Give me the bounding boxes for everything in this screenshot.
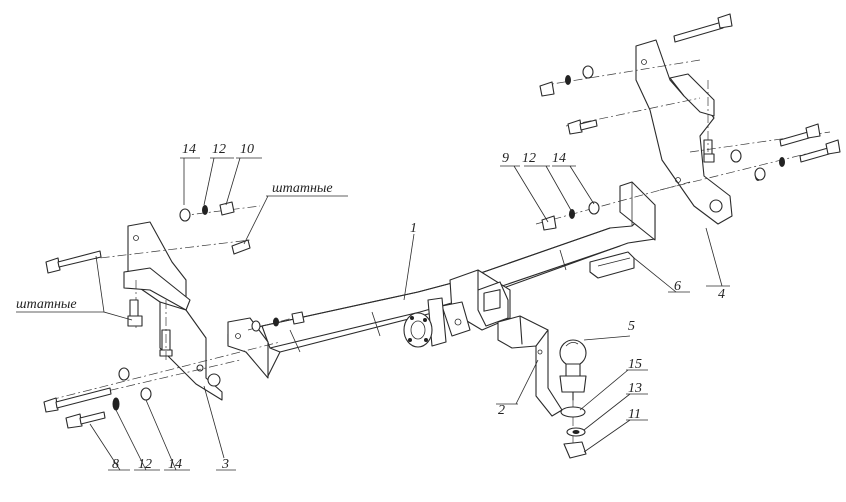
label-stock-left: штатные (16, 297, 77, 312)
label-14-top-right: 14 (552, 151, 566, 166)
label-10: 10 (240, 142, 254, 157)
fasteners-right-top (541, 201, 600, 231)
tow-ball (559, 339, 587, 401)
left-bracket (123, 221, 223, 401)
label-4: 4 (718, 287, 725, 302)
fasteners-ball (560, 406, 587, 459)
fasteners-left-bottom (43, 367, 152, 429)
bolt-left-long (45, 250, 102, 274)
label-5: 5 (628, 319, 635, 334)
receiver-box (441, 269, 511, 337)
label-14-bottom: 14 (168, 457, 182, 472)
fasteners-beam-left (251, 311, 305, 332)
label-14-top-left: 14 (182, 142, 196, 157)
label-12-bottom: 12 (138, 457, 152, 472)
light-bracket (589, 251, 635, 279)
label-15: 15 (628, 357, 642, 372)
fasteners-right-bracket (539, 13, 841, 181)
label-2: 2 (498, 403, 505, 418)
ball-mount-tongue (497, 315, 563, 417)
fasteners-left-top (179, 201, 251, 255)
crossbar-beam (227, 181, 656, 379)
callout-labels: 14 12 10 штатные штатные 1 9 12 14 4 6 5… (16, 142, 725, 472)
label-13: 13 (628, 381, 642, 396)
bolt-left-vertical (127, 299, 143, 327)
socket-flange (403, 297, 447, 348)
label-stock-top: штатные (272, 181, 333, 196)
label-12-top-left: 12 (212, 142, 226, 157)
label-9: 9 (502, 151, 509, 166)
label-3: 3 (221, 457, 229, 472)
label-6: 6 (674, 279, 681, 294)
leader-lines (16, 157, 730, 471)
right-bracket (635, 39, 733, 225)
label-11: 11 (628, 407, 641, 422)
label-8: 8 (112, 457, 119, 472)
label-12-top-right: 12 (522, 151, 536, 166)
label-1: 1 (410, 221, 417, 236)
